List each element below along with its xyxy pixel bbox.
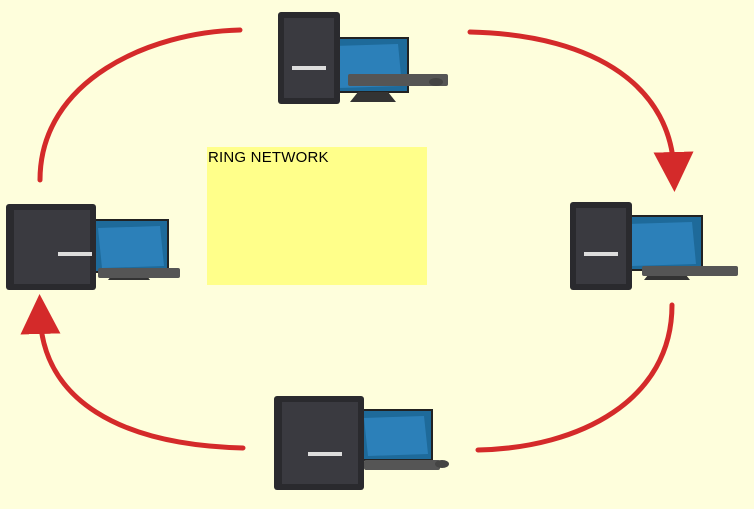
- computer-node-right: [562, 198, 752, 308]
- computer-node-bottom: [264, 392, 454, 502]
- arrow-left-to-top: [37, 27, 243, 183]
- computer-node-left: [2, 196, 192, 306]
- computer-icon: [6, 204, 180, 290]
- computer-icon: [570, 202, 738, 290]
- arrow-bottom-to-left: [20, 294, 246, 451]
- diagram-label-box: RING NETWORK: [207, 147, 427, 285]
- computer-node-top: [268, 8, 458, 118]
- arrow-top-to-right: [467, 29, 694, 192]
- arrow-right-to-bottom: [475, 302, 675, 453]
- computer-icon: [274, 396, 449, 490]
- diagram-title: RING NETWORK: [208, 149, 329, 166]
- computer-icon: [278, 12, 448, 104]
